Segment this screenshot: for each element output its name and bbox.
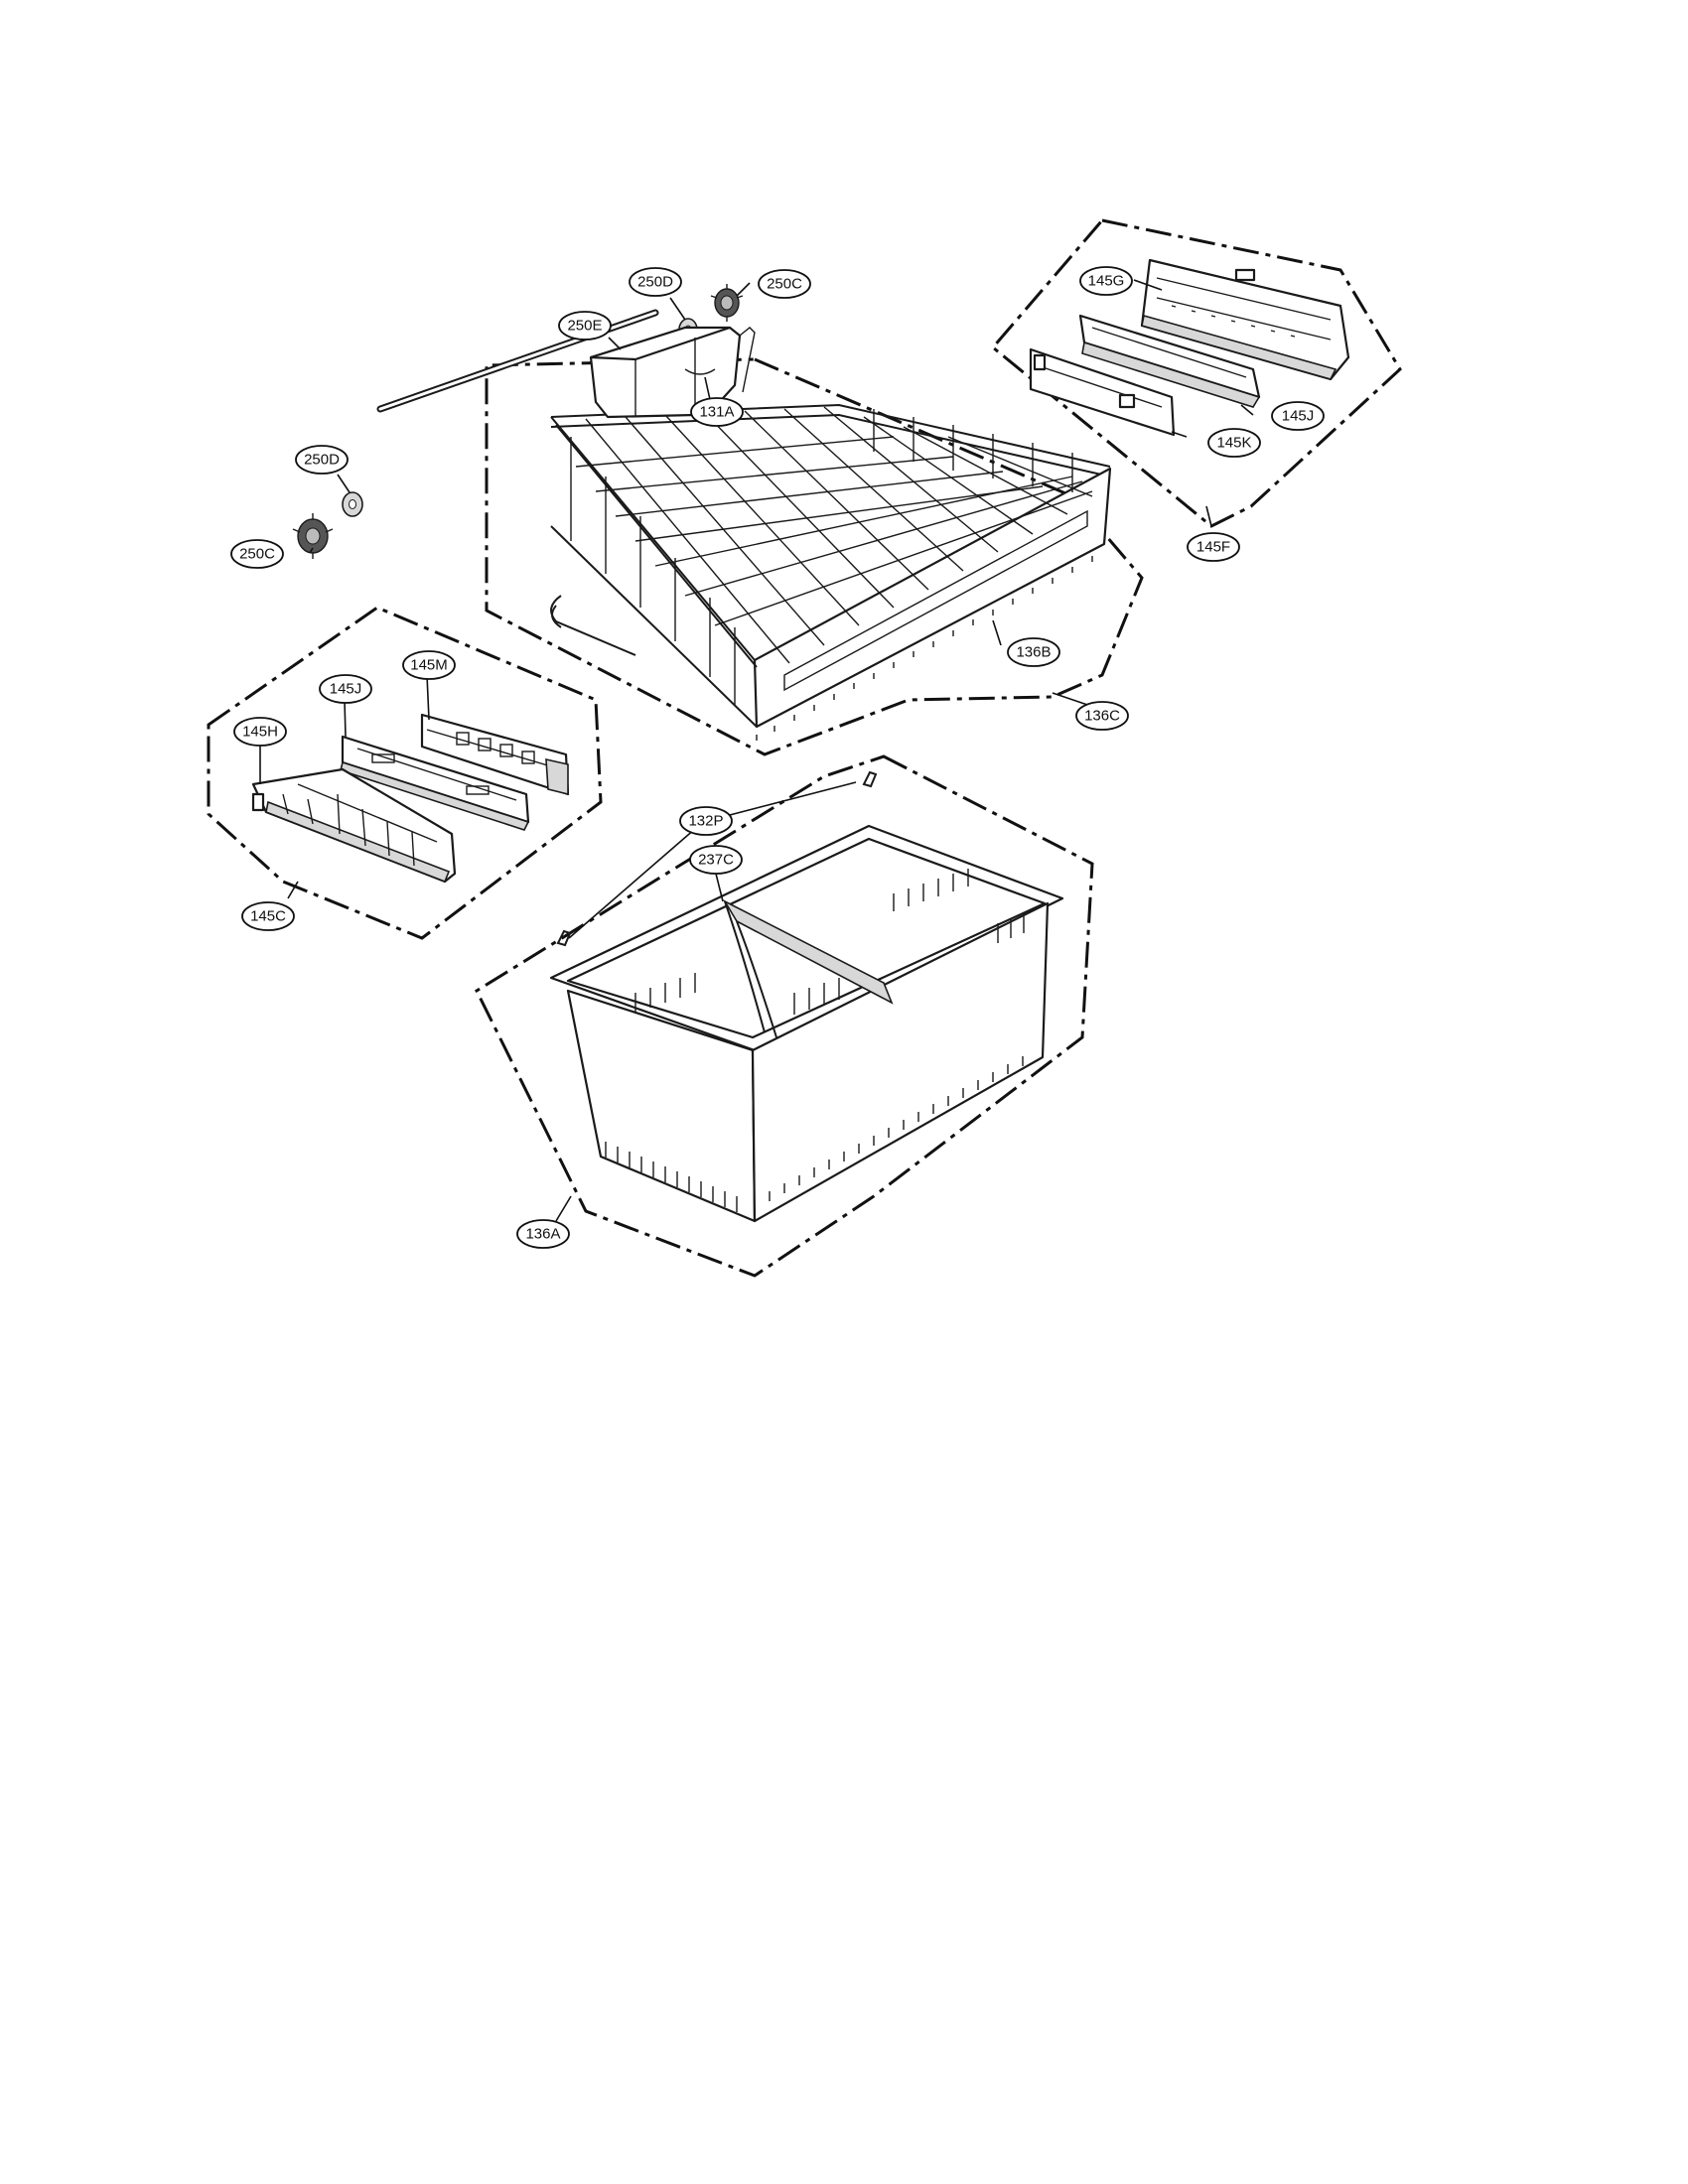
svg-text:250E: 250E	[567, 318, 602, 335]
group-boundary-145F	[990, 218, 1402, 528]
ice-bin-131A	[589, 326, 756, 419]
svg-text:145J: 145J	[1282, 408, 1315, 425]
svg-text:145K: 145K	[1216, 435, 1251, 452]
svg-text:136B: 136B	[1016, 644, 1051, 661]
clip-132P-left	[556, 929, 572, 947]
washer-250D-left	[342, 491, 363, 517]
svg-text:250D: 250D	[304, 452, 340, 469]
svg-text:250C: 250C	[239, 546, 275, 563]
callout-136A: 136A	[516, 1219, 570, 1249]
callout-131A: 131A	[690, 397, 744, 427]
svg-text:145G: 145G	[1088, 273, 1125, 290]
clip-132P-right	[862, 770, 878, 788]
callout-136B: 136B	[1007, 637, 1060, 667]
callout-145H: 145H	[233, 717, 287, 747]
gear-250C-left	[292, 513, 334, 559]
callout-250C-top: 250C	[758, 269, 811, 299]
gear-250C-top	[710, 284, 744, 322]
svg-text:145C: 145C	[250, 908, 286, 925]
svg-text:131A: 131A	[699, 404, 734, 421]
callout-145J-right: 145J	[1271, 401, 1325, 431]
callout-250D-left: 250D	[295, 445, 349, 475]
callout-145J-left: 145J	[319, 674, 372, 704]
callout-250E: 250E	[558, 311, 612, 341]
rail-145H	[251, 767, 457, 884]
callout-145C: 145C	[241, 901, 295, 931]
svg-text:145J: 145J	[330, 681, 362, 698]
callout-250D-top: 250D	[629, 267, 682, 297]
svg-text:237C: 237C	[698, 852, 734, 869]
group-boundary-145C	[207, 606, 603, 940]
svg-text:250C: 250C	[767, 276, 802, 293]
callout-145M: 145M	[402, 650, 456, 680]
rail-145J-left	[340, 735, 530, 831]
callout-145F: 145F	[1187, 532, 1240, 562]
rail-145J-right	[1078, 314, 1261, 408]
svg-text:136C: 136C	[1084, 708, 1120, 725]
svg-text:145M: 145M	[410, 657, 448, 674]
svg-text:250D: 250D	[637, 274, 673, 291]
group-boundary-136A	[475, 754, 1094, 1278]
callout-145K: 145K	[1207, 428, 1261, 458]
svg-text:132P: 132P	[688, 813, 723, 830]
callout-250C-left: 250C	[230, 539, 284, 569]
plastic-bin-136A	[549, 824, 1064, 1223]
wire-basket-136B	[550, 403, 1112, 741]
rail-145K	[1029, 347, 1176, 437]
rail-145G	[1140, 258, 1350, 381]
callout-237C: 237C	[689, 845, 743, 875]
svg-text:145H: 145H	[242, 724, 278, 741]
callout-136C: 136C	[1075, 701, 1129, 731]
callout-132P: 132P	[679, 806, 733, 836]
rail-145M	[420, 713, 570, 796]
svg-text:145F: 145F	[1196, 539, 1230, 556]
group-boundary-136C	[485, 357, 1144, 756]
svg-text:136A: 136A	[525, 1226, 560, 1243]
callout-145G: 145G	[1079, 266, 1133, 296]
